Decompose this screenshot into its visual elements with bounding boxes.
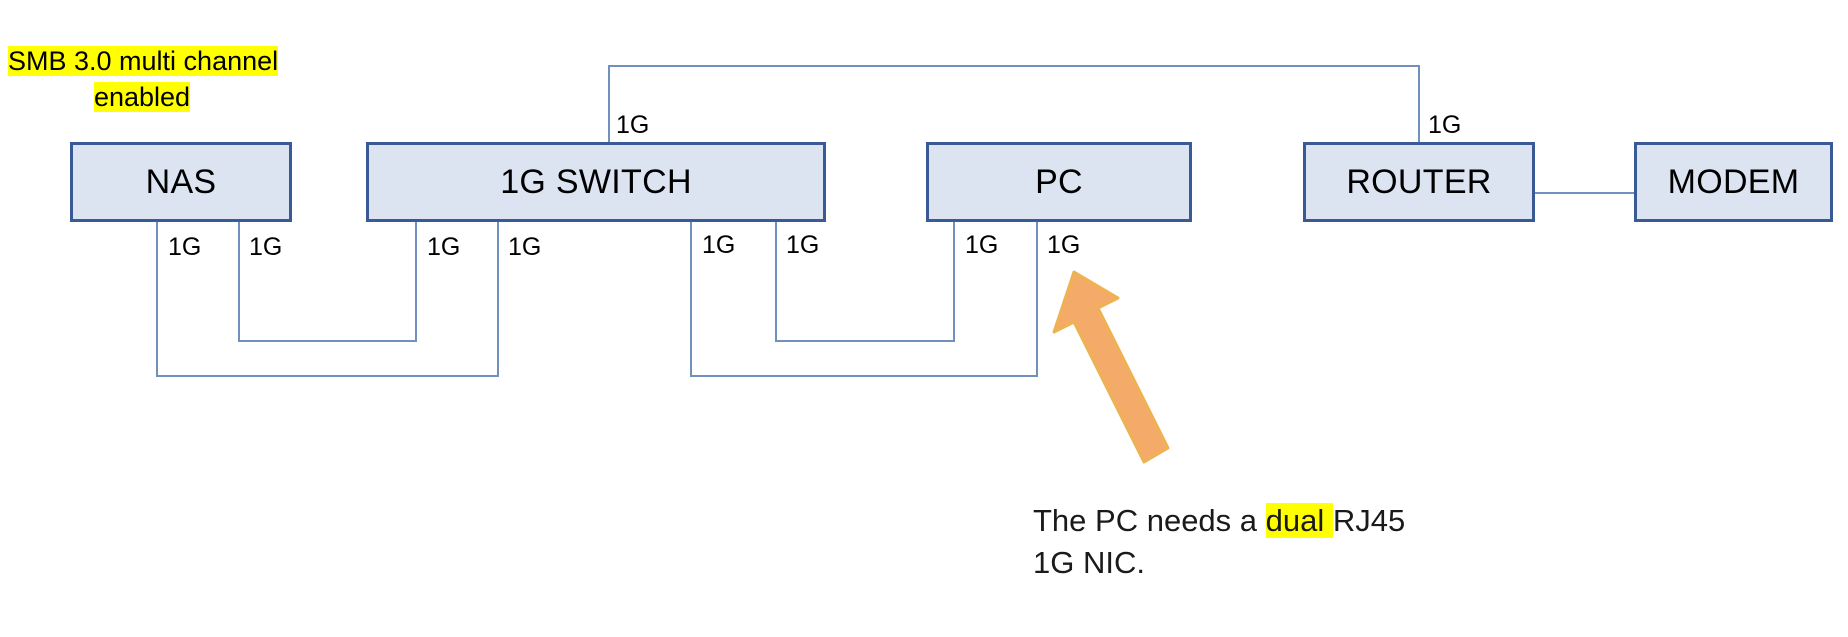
wire-nas-inner-vertical bbox=[238, 222, 240, 340]
wire-router-modem bbox=[1535, 192, 1634, 194]
node-nas-label: NAS bbox=[145, 163, 217, 201]
label-pc-port-b-speed: 1G bbox=[1047, 231, 1081, 259]
label-router-uplink-speed: 1G bbox=[1428, 111, 1462, 139]
label-switch-port-c-speed: 1G bbox=[702, 231, 736, 259]
node-router-label: ROUTER bbox=[1346, 163, 1492, 201]
label-nas-port-b-speed: 1G bbox=[249, 233, 283, 261]
label-switch-port-a-speed: 1G bbox=[427, 233, 461, 261]
node-pc-label: PC bbox=[1035, 163, 1083, 201]
wire-pc-outer-vertical bbox=[1036, 222, 1038, 375]
caption-line-1: The PC needs a dual RJ45 bbox=[1033, 500, 1405, 542]
wire-switch-pc-inner-horizontal bbox=[775, 340, 955, 342]
wire-switch-router-horizontal bbox=[608, 65, 1420, 67]
caption-text-after: RJ45 bbox=[1332, 503, 1406, 538]
wire-nas-outer-vertical bbox=[156, 222, 158, 375]
caption-text-before: The PC needs a bbox=[1033, 503, 1266, 538]
wire-router-uplink-vertical bbox=[1418, 65, 1420, 142]
label-switch-port-b-speed: 1G bbox=[508, 233, 542, 261]
wire-switch-pc-outer-horizontal bbox=[690, 375, 1038, 377]
label-nas-port-a-speed: 1G bbox=[168, 233, 202, 261]
wire-switch-outer-right-vertical bbox=[690, 222, 692, 375]
wire-switch-inner-right-vertical bbox=[775, 222, 777, 340]
node-modem[interactable]: MODEM bbox=[1634, 142, 1833, 222]
node-nas[interactable]: NAS bbox=[70, 142, 292, 222]
wire-pc-inner-vertical bbox=[953, 222, 955, 340]
label-switch-uplink-speed: 1G bbox=[616, 111, 650, 139]
caption-line-2: 1G NIC. bbox=[1033, 544, 1145, 580]
node-1g-switch[interactable]: 1G SWITCH bbox=[366, 142, 826, 222]
wire-switch-inner-left-vertical bbox=[415, 222, 417, 340]
pc-nic-caption: The PC needs a dual RJ45 1G NIC. bbox=[1033, 500, 1405, 584]
caption-highlight-dual: dual bbox=[1265, 503, 1333, 538]
note-line-1: SMB 3.0 multi channel bbox=[8, 46, 279, 76]
node-modem-label: MODEM bbox=[1667, 163, 1800, 201]
node-pc[interactable]: PC bbox=[926, 142, 1192, 222]
label-pc-port-a-speed: 1G bbox=[965, 231, 999, 259]
note-line-2: enabled bbox=[93, 81, 191, 112]
node-switch-label: 1G SWITCH bbox=[500, 163, 692, 201]
wire-switch-uplink-vertical bbox=[608, 65, 610, 142]
wire-switch-outer-left-vertical bbox=[497, 222, 499, 375]
wire-nas-switch-outer-horizontal bbox=[156, 375, 499, 377]
callout-arrow-wrap bbox=[1030, 250, 1230, 480]
wire-nas-switch-inner-horizontal bbox=[238, 340, 417, 342]
smb-multichannel-note: SMB 3.0 multi channel enabled bbox=[8, 44, 279, 115]
label-switch-port-d-speed: 1G bbox=[786, 231, 820, 259]
node-router[interactable]: ROUTER bbox=[1303, 142, 1535, 222]
up-left-arrow-icon bbox=[1052, 270, 1170, 464]
